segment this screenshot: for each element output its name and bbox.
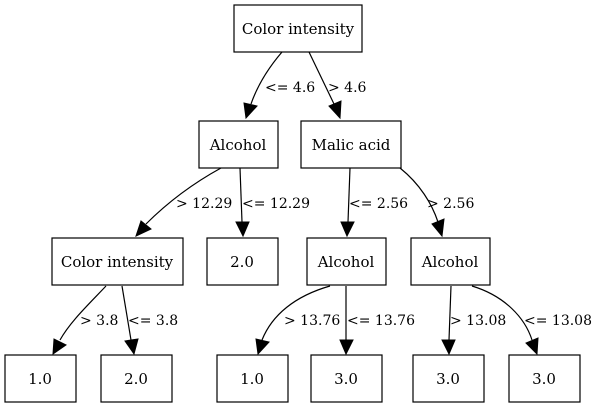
edge-color-intensity-to-leaf-2-0: <= 3.8: [121, 285, 178, 356]
node-label: 1.0: [28, 370, 52, 388]
arrowhead-icon: [431, 218, 445, 238]
node-leaf-2-0-b: 2.0: [100, 354, 173, 403]
edge-line: [250, 51, 283, 105]
node-box: [300, 120, 402, 169]
edge-root-to-malic-acid: > 4.6: [308, 51, 367, 120]
node-box: [410, 237, 491, 286]
node-leaf-2-0-a: 2.0: [206, 237, 279, 286]
node-label: 3.0: [436, 370, 460, 388]
node-malic-acid: Malic acid: [300, 120, 402, 169]
node-box: [412, 354, 485, 403]
edge-alcohol-right-to-leaf-3-0-b: <= 13.08: [471, 285, 592, 356]
edge-color-intensity-to-leaf-1-0: > 3.8: [52, 285, 118, 356]
node-box: [310, 354, 383, 403]
node-label: Alcohol: [421, 253, 479, 271]
node-alcohol-mid: Alcohol: [306, 237, 387, 286]
edge-label: <= 13.08: [524, 313, 592, 329]
node-box: [216, 354, 289, 403]
arrowhead-icon: [340, 221, 355, 238]
edge-malic-to-alcohol-mid: <= 2.56: [340, 167, 408, 238]
edge-label: <= 12.29: [242, 196, 310, 212]
edge-label: > 2.56: [427, 196, 474, 212]
edge-alcohol-mid-to-leaf-3-0: <= 13.76: [339, 286, 415, 356]
edge-alcohol-right-to-leaf-3-0-a: > 13.08: [441, 285, 506, 356]
edge-label: > 3.8: [80, 313, 118, 329]
node-label: Alcohol: [209, 136, 267, 154]
edge-alcohol-to-leaf-2-0: <= 12.29: [235, 167, 310, 238]
edge-alcohol-mid-to-leaf-1-0: > 13.76: [255, 285, 340, 356]
node-leaf-3-0-a: 3.0: [310, 354, 383, 403]
arrowhead-icon: [328, 100, 342, 120]
node-box: [100, 354, 173, 403]
arrowhead-icon: [52, 338, 67, 356]
arrowhead-icon: [135, 220, 152, 237]
arrowhead-icon: [441, 339, 456, 356]
node-alcohol-right: Alcohol: [410, 237, 491, 286]
edge-root-to-alcohol: <= 4.6: [243, 51, 315, 120]
node-box: [198, 120, 279, 169]
node-label: Alcohol: [317, 253, 375, 271]
node-label: 3.0: [532, 370, 556, 388]
edge-line: [347, 167, 351, 223]
edge-line: [121, 285, 132, 341]
node-leaf-1-0-b: 1.0: [216, 354, 289, 403]
arrowhead-icon: [339, 339, 354, 356]
edge-label: <= 3.8: [128, 313, 178, 329]
edge-line: [59, 285, 107, 341]
edge-label: > 4.6: [328, 80, 367, 96]
node-label: Malic acid: [312, 136, 391, 154]
node-label: 3.0: [334, 370, 358, 388]
edge-alcohol-to-color-intensity: > 12.29: [135, 167, 232, 237]
arrowhead-icon: [255, 338, 270, 356]
edge-label: <= 2.56: [349, 196, 408, 212]
node-leaf-1-0-a: 1.0: [4, 354, 77, 403]
node-label: 2.0: [230, 253, 254, 271]
edge-line: [471, 285, 533, 341]
edge-label: <= 13.76: [347, 313, 415, 329]
edge-malic-to-alcohol-right: > 2.56: [399, 167, 474, 238]
edge-label: > 12.29: [176, 196, 232, 212]
edge-line: [239, 167, 243, 223]
node-box: [51, 237, 184, 286]
edge-label: > 13.08: [450, 313, 506, 329]
node-box: [4, 354, 77, 403]
edge-line: [399, 167, 439, 223]
node-leaf-3-0-c: 3.0: [508, 354, 581, 403]
node-color-intensity-2: Color intensity: [51, 237, 184, 286]
node-leaf-3-0-b: 3.0: [412, 354, 485, 403]
node-label: Color intensity: [242, 20, 355, 38]
edge-label: > 13.76: [284, 313, 340, 329]
arrowhead-icon: [235, 221, 250, 238]
node-box: [508, 354, 581, 403]
edge-line: [145, 167, 222, 225]
node-label: 1.0: [240, 370, 264, 388]
node-box: [233, 4, 363, 53]
node-label: 2.0: [124, 370, 148, 388]
edge-label: <= 4.6: [265, 80, 315, 96]
node-label: Color intensity: [61, 253, 174, 271]
node-box: [306, 237, 387, 286]
edge-line: [448, 285, 452, 341]
edge-line: [261, 285, 331, 341]
node-alcohol-left: Alcohol: [198, 120, 279, 169]
arrowhead-icon: [243, 102, 258, 120]
arrowhead-icon: [525, 337, 539, 356]
node-box: [206, 237, 279, 286]
node-root-color-intensity: Color intensity: [233, 4, 363, 53]
edge-line: [308, 51, 335, 105]
arrowhead-icon: [124, 338, 139, 356]
